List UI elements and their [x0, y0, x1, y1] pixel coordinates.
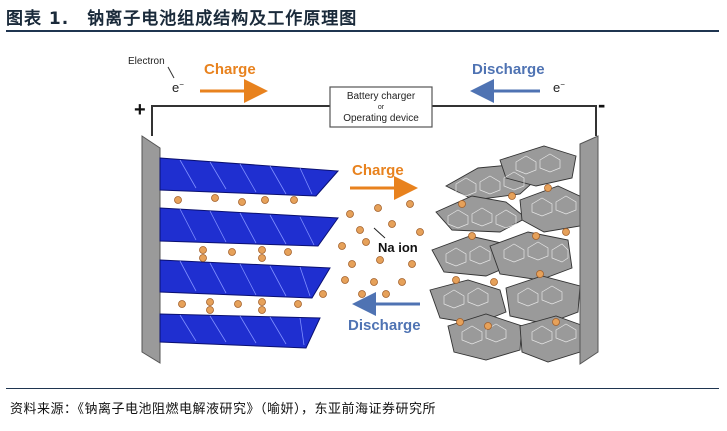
external-circuit-wire: [151, 105, 597, 136]
charge-label-top: Charge: [204, 61, 256, 78]
electron-symbol-left: e−: [172, 80, 184, 95]
anode-current-collector: [579, 135, 599, 365]
figure-title: 图表 1. 钠离子电池组成结构及工作原理图: [6, 9, 358, 29]
title-divider: [6, 30, 719, 32]
electron-label: Electron: [128, 56, 165, 67]
ion-pointer: [373, 227, 386, 239]
device-label-line2: or: [378, 104, 385, 111]
source-divider: [6, 388, 719, 389]
discharge-label-middle: Discharge: [348, 317, 421, 334]
negative-terminal-sign: -: [598, 92, 605, 117]
cathode-layers: [159, 157, 340, 349]
cathode-ions: [174, 194, 327, 314]
charger-device-box: [329, 86, 433, 128]
cathode-current-collector: [141, 135, 161, 364]
device-label-line3: Operating device: [343, 113, 419, 124]
discharge-label-top: Discharge: [472, 61, 545, 78]
electron-pointer: [167, 66, 175, 79]
charge-label-middle: Charge: [352, 162, 404, 179]
electrolyte-ions: [338, 200, 424, 298]
na-ion-label: Na ion: [378, 240, 418, 255]
battery-diagram: Battery charger or Operating device Elec…: [128, 56, 605, 365]
device-label-line1: Battery charger: [347, 91, 416, 102]
positive-terminal-sign: +: [134, 99, 146, 121]
anode-ions: [452, 184, 570, 330]
electron-symbol-right: e−: [553, 80, 565, 95]
figure-source: 资料来源：《钠离子电池阻燃电解液研究》（喻妍），东亚前海证券研究所: [10, 402, 437, 417]
anode-graphite: [429, 145, 585, 363]
